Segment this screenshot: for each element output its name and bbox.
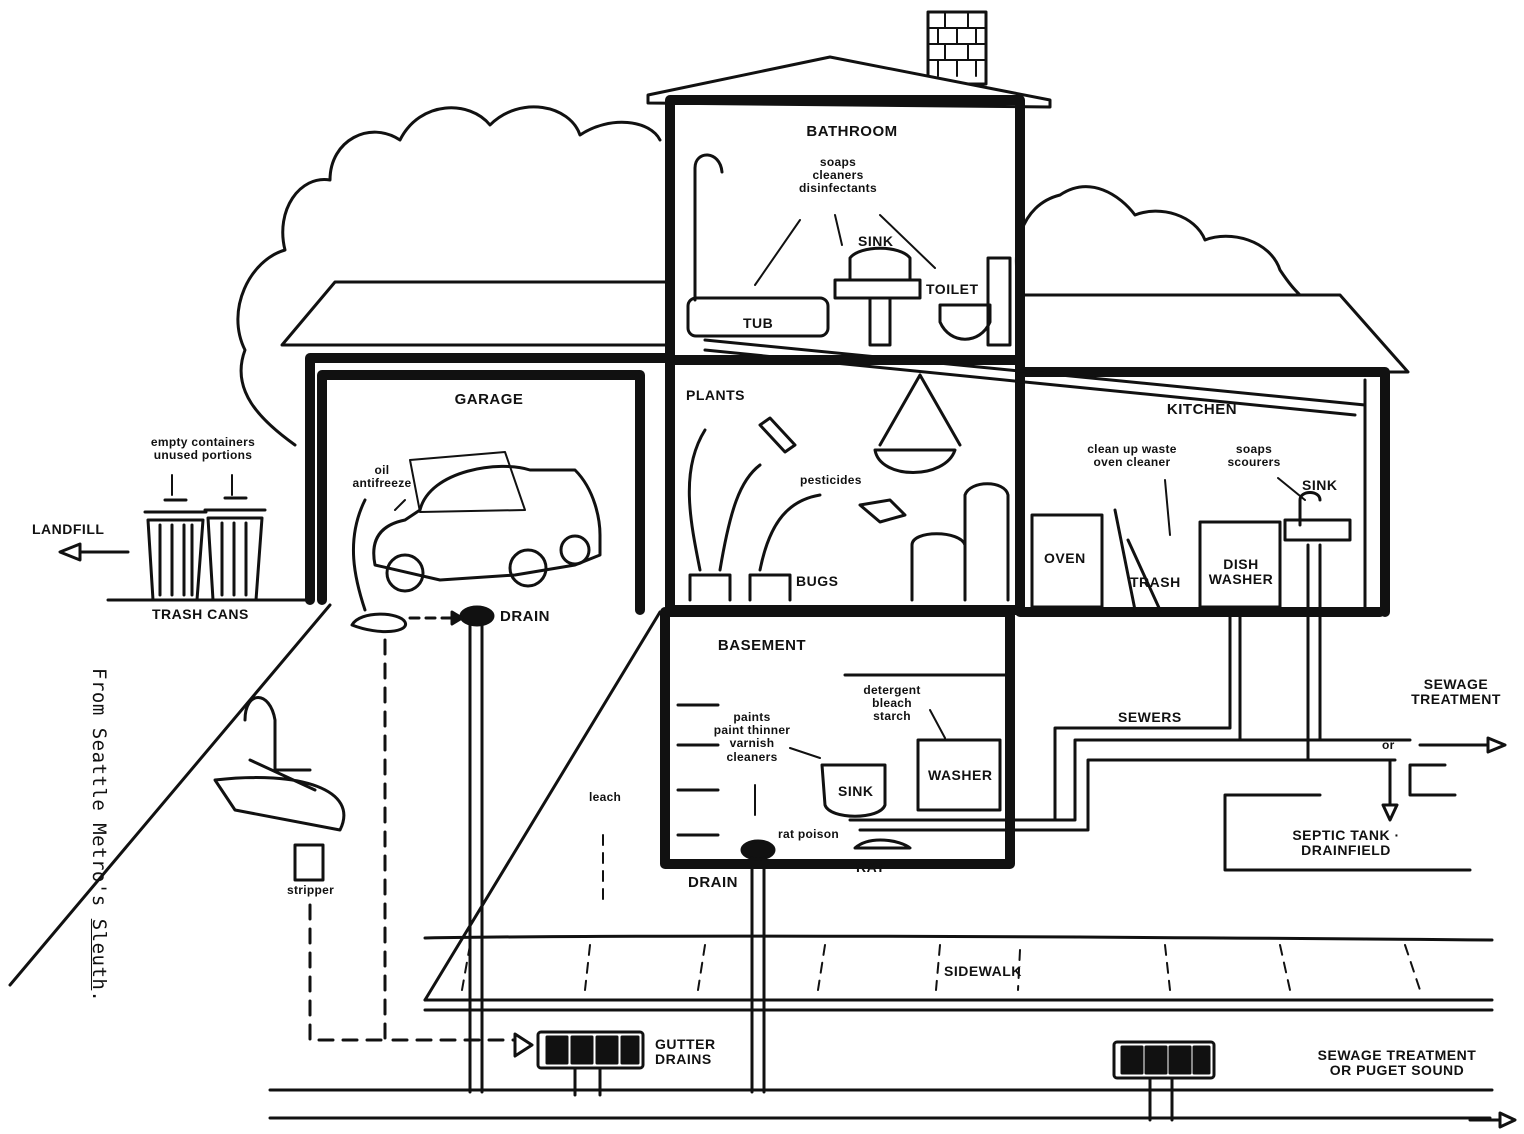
washer-label: WASHER	[928, 767, 993, 783]
bathroom-title: BATHROOM	[806, 123, 898, 140]
sewer-pipe	[1053, 543, 1322, 822]
toilet	[938, 256, 1012, 347]
rat-label: RAT	[856, 859, 886, 875]
or-label: or	[1382, 738, 1395, 752]
tree-right	[1014, 185, 1302, 297]
trash-bin	[1113, 508, 1162, 612]
oven-label: OVEN	[1044, 550, 1086, 566]
sidewalk	[268, 934, 1494, 1120]
garage-drain-label: DRAIN	[500, 608, 550, 625]
trash-cans-label: TRASH CANS	[152, 606, 249, 622]
upper-roof	[646, 55, 1052, 109]
driveway	[8, 603, 662, 1002]
landfill-label: LANDFILL	[32, 521, 105, 537]
left-roof	[280, 280, 670, 347]
bath-pipe	[703, 338, 1367, 612]
right-roof	[1016, 293, 1410, 374]
kitchen-title: KITCHEN	[1166, 401, 1238, 418]
toilet-label: TOILET	[926, 281, 979, 297]
tub	[686, 296, 830, 338]
plants	[687, 428, 822, 602]
bathroom-sink	[833, 246, 922, 347]
tub-label: TUB	[743, 315, 774, 331]
bugs-label: BUGS	[796, 573, 839, 589]
garage-walls	[305, 353, 675, 615]
hanging-plant	[873, 373, 962, 474]
stripper-can	[293, 843, 325, 882]
oil-spill	[350, 612, 407, 634]
tree-left	[236, 105, 662, 447]
rat-poison-label: rat poison	[778, 827, 840, 841]
car	[372, 464, 602, 582]
sidewalk-label: SIDEWALK	[944, 963, 1022, 979]
sewers-label: SEWERS	[1118, 709, 1182, 725]
trash-can-1	[143, 498, 208, 602]
shower	[693, 153, 724, 302]
gutter-drain-1	[536, 1030, 645, 1097]
septic-tank-label: SEPTIC TANK ·DRAINFIELD	[1292, 827, 1400, 859]
basement-drain	[740, 839, 776, 861]
basement-sink	[820, 763, 887, 818]
leach-label: leach	[589, 790, 622, 804]
source-credit: From Seattle Metro's Sleuth.	[88, 668, 110, 1003]
basement-title: BASEMENT	[717, 637, 807, 654]
trash-can-2	[203, 496, 267, 602]
basement-sink-label: SINK	[838, 783, 874, 799]
basement-shelf	[676, 673, 1007, 837]
garage-title: GARAGE	[454, 391, 524, 408]
bathroom-sink-label: SINK	[858, 233, 894, 249]
armchair	[910, 482, 1010, 602]
rocking-chair	[213, 696, 346, 832]
ground-line	[106, 598, 1387, 614]
stripper-label: stripper	[287, 883, 335, 897]
dishwasher	[1198, 520, 1282, 609]
kitchen-sink	[1283, 491, 1352, 542]
plants-label: PLANTS	[686, 387, 745, 403]
oven	[1030, 513, 1104, 609]
spray-bottle	[758, 416, 907, 524]
garage-drain	[459, 605, 495, 627]
basement-drain-label: DRAIN	[688, 874, 738, 891]
rat	[853, 838, 912, 850]
pesticides-label: pesticides	[800, 473, 862, 487]
basement-room	[660, 607, 1015, 869]
kitchen-sink-label: SINK	[1302, 477, 1338, 493]
trash-label: TRASH	[1130, 574, 1181, 590]
washer	[916, 738, 1002, 812]
gutter-drain-2	[1112, 1040, 1216, 1122]
